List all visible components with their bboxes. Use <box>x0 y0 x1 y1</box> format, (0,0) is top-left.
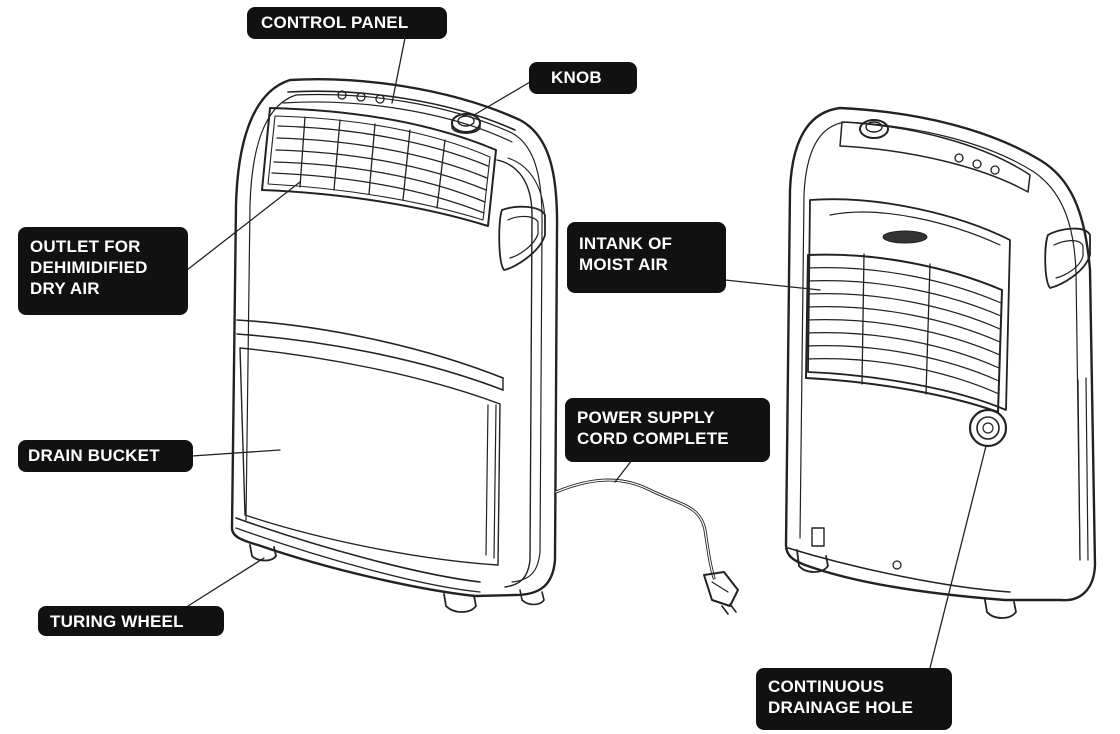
leader-intank <box>724 279 821 291</box>
front-unit-body <box>230 78 559 598</box>
label-intank-line-1: INTANK OF <box>579 234 673 253</box>
label-drain-bucket: DRAIN BUCKET <box>18 440 193 472</box>
label-outlet-dry-air: OUTLET FOR DEHIMIDIFIED DRY AIR <box>18 227 188 315</box>
back-unit <box>784 106 1097 619</box>
back-unit-body <box>784 106 1097 602</box>
label-outlet-line-3: DRY AIR <box>30 279 100 298</box>
label-drain-bucket-text: DRAIN BUCKET <box>28 446 160 465</box>
label-continuous-line-1: CONTINUOUS <box>768 677 885 696</box>
leader-knob <box>473 81 531 116</box>
front-unit <box>230 78 559 613</box>
label-turing-wheel: TURING WHEEL <box>38 606 224 636</box>
leader-outlet <box>186 181 301 271</box>
label-turing-wheel-text: TURING WHEEL <box>50 612 184 631</box>
leader-turing-wheel <box>187 557 265 607</box>
label-power-supply-cord: POWER SUPPLY CORD COMPLETE <box>565 398 770 462</box>
leader-drain-bucket <box>191 449 281 457</box>
label-continuous-line-2: DRAINAGE HOLE <box>768 698 914 717</box>
label-control-panel: CONTROL PANEL <box>247 7 447 39</box>
leader-power-cord <box>614 459 633 483</box>
label-knob-text: KNOB <box>551 68 602 87</box>
label-power-line-2: CORD COMPLETE <box>577 429 729 448</box>
label-power-line-1: POWER SUPPLY <box>577 408 715 427</box>
label-outlet-line-2: DEHIMIDIFIED <box>30 258 148 277</box>
leader-lines <box>186 37 987 669</box>
label-intank-line-2: MOIST AIR <box>579 255 668 274</box>
label-knob: KNOB <box>529 62 637 94</box>
power-cord <box>554 478 739 615</box>
label-intank-moist-air: INTANK OF MOIST AIR <box>567 222 726 293</box>
label-continuous-drainage-hole: CONTINUOUS DRAINAGE HOLE <box>756 668 952 730</box>
leader-control-panel <box>391 37 406 104</box>
leader-drainage-hole <box>929 445 987 669</box>
label-control-panel-text: CONTROL PANEL <box>261 13 409 32</box>
label-outlet-line-1: OUTLET FOR <box>30 237 141 256</box>
